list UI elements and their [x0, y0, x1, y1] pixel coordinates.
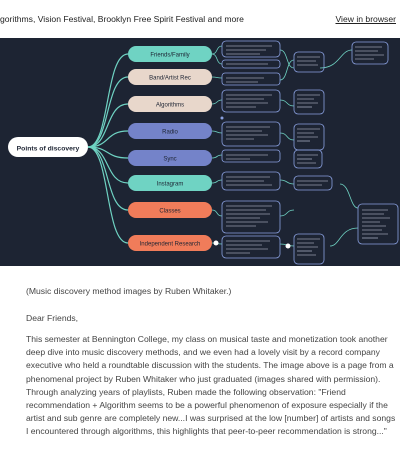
branch-classes: Classes	[128, 202, 212, 218]
center-node: Points of discovery	[8, 137, 88, 157]
view-in-browser-link[interactable]: View in browser	[335, 14, 396, 24]
connector-dots	[213, 116, 291, 249]
branch-label: Classes	[159, 209, 180, 215]
preheader-text: gorithms, Vision Festival, Brooklyn Free…	[0, 14, 244, 24]
center-node-label: Points of discovery	[17, 146, 80, 153]
branch-sync: Sync	[128, 150, 212, 166]
detail-boxes	[221, 40, 399, 265]
branch-label: Independent Research	[140, 242, 201, 248]
image-caption: (Music discovery method images by Ruben …	[26, 286, 232, 296]
branch-independent-research: Independent Research	[128, 235, 212, 251]
center-connectors	[87, 53, 129, 244]
branch-label: Friends/Family	[150, 53, 189, 59]
branch-label: Instagram	[157, 182, 184, 188]
branch-label: Radio	[162, 130, 178, 136]
branch-band-artist-rec: Band/Artist Rec	[128, 69, 212, 85]
branch-algorithms: Algorithms	[128, 96, 212, 112]
greeting: Dear Friends,	[26, 313, 79, 323]
branch-label: Band/Artist Rec	[149, 76, 191, 82]
branch-friends-family: Friends/Family	[128, 46, 212, 62]
branch-label: Sync	[163, 157, 176, 163]
body-paragraph: This semester at Bennington College, my …	[26, 334, 396, 437]
email-header-bar: gorithms, Vision Festival, Brooklyn Free…	[0, 0, 400, 36]
detail-text-lines	[226, 45, 390, 256]
mindmap-svg: Points of discovery Friends/Family Band/…	[8, 40, 399, 265]
branch-instagram: Instagram	[128, 175, 212, 191]
branch-label: Algorithms	[156, 103, 184, 109]
mindmap-image: Points of discovery Friends/Family Band/…	[0, 38, 400, 266]
branch-radio: Radio	[128, 123, 212, 139]
